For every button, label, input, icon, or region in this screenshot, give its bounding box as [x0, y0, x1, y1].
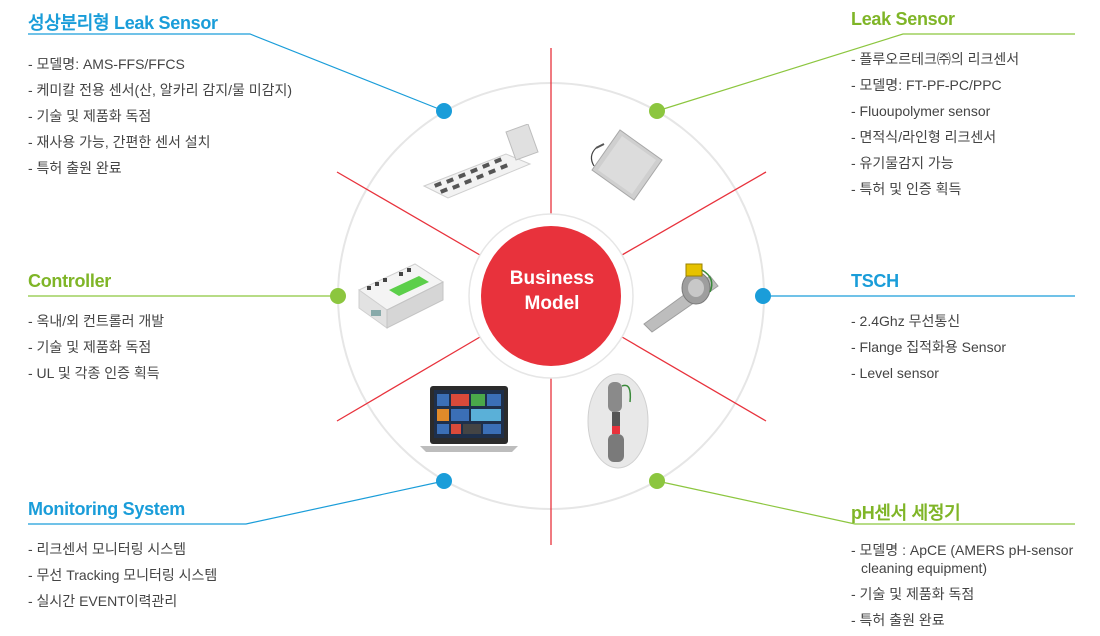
section-title: 성상분리형 Leak Sensor	[28, 13, 218, 33]
feature-list: - 모델명 : ApCE (AMERS pH-sensor cleaning e…	[851, 537, 1081, 633]
dot-top-right	[649, 103, 665, 119]
section-mid-left: Controller - 옥내/외 컨트롤러 개발 - 기술 및 제품화 독점 …	[28, 271, 164, 386]
feature-list: - 모델명: AMS-FFS/FFCS - 케미칼 전용 센서(산, 알카리 감…	[28, 51, 292, 181]
connector-bottom-left	[28, 480, 445, 525]
dot-top-left	[436, 103, 452, 119]
dot-bottom-left	[436, 473, 452, 489]
list-item: - 실시간 EVENT이력관리	[28, 593, 178, 609]
pad-leak-sensor-image	[590, 129, 663, 201]
section-top-left: 성상분리형 Leak Sensor - 모델명: AMS-FFS/FFCS - …	[28, 9, 292, 181]
spokes	[336, 48, 767, 545]
section-mid-right: TSCH - 2.4Ghz 무선통신 - Flange 집적화용 Sensor …	[851, 271, 1006, 386]
list-item: - 모델명 : ApCE (AMERS pH-sensor cleaning e…	[851, 542, 1074, 576]
center-line1: Business	[509, 268, 595, 289]
section-title: Leak Sensor	[851, 9, 955, 29]
list-item: - 기술 및 제품화 독점	[28, 339, 152, 355]
feature-list: - 옥내/외 컨트롤러 개발 - 기술 및 제품화 독점 - UL 및 각종 인…	[28, 308, 164, 386]
list-item: - UL 및 각종 인증 획득	[28, 365, 160, 381]
list-item: - 옥내/외 컨트롤러 개발	[28, 313, 165, 329]
list-item: - 기술 및 제품화 독점	[28, 108, 152, 124]
feature-list: - 리크센서 모니터링 시스템 - 무선 Tracking 모니터링 시스템 -…	[28, 536, 217, 614]
list-item: - 케미칼 전용 센서(산, 알카리 감지/물 미감지)	[28, 82, 293, 98]
dot-mid-right	[755, 288, 771, 304]
dot-bottom-right	[649, 473, 665, 489]
ph-cleaner-image	[587, 373, 649, 469]
connector-top-right	[656, 33, 1075, 112]
list-item: - 면적식/라인형 리크센서	[851, 129, 997, 145]
section-title: Monitoring System	[28, 499, 185, 519]
list-item: - 특허 출원 완료	[28, 160, 122, 176]
feature-list: - 플루오르테크㈜의 리크센서 - 모델명: FT-PF-PC/PPC - Fl…	[851, 46, 1019, 202]
sheet-leak-sensor-image	[422, 124, 539, 199]
list-item: - 특허 및 인증 획득	[851, 181, 962, 197]
list-item: - Fluoupolymer sensor	[851, 103, 991, 119]
list-item: - 리크센서 모니터링 시스템	[28, 541, 187, 557]
section-title: pH센서 세정기	[851, 503, 961, 523]
list-item: - 2.4Ghz 무선통신	[851, 313, 961, 329]
section-bottom-right: pH센서 세정기 - 모델명 : ApCE (AMERS pH-sensor c…	[851, 499, 1081, 633]
tsch-sensor-image	[643, 263, 719, 333]
list-item: - 무선 Tracking 모니터링 시스템	[28, 567, 218, 583]
section-bottom-left: Monitoring System - 리크센서 모니터링 시스템 - 무선 T…	[28, 499, 217, 614]
monitoring-laptop-image	[420, 386, 518, 452]
list-item: - Flange 집적화용 Sensor	[851, 339, 1007, 355]
section-title: Controller	[28, 271, 112, 291]
section-top-right: Leak Sensor - 플루오르테크㈜의 리크센서 - 모델명: FT-PF…	[851, 9, 1019, 202]
dot-mid-left	[330, 288, 346, 304]
controller-image	[358, 263, 445, 329]
list-item: - 기술 및 제품화 독점	[851, 586, 975, 602]
list-item: - 모델명: FT-PF-PC/PPC	[851, 77, 1002, 93]
list-item: - 모델명: AMS-FFS/FFCS	[28, 56, 185, 72]
list-item: - Level sensor	[851, 365, 939, 381]
section-title: TSCH	[851, 271, 899, 291]
list-item: - 유기물감지 가능	[851, 155, 954, 171]
center-circle	[481, 226, 621, 366]
connector-bottom-right	[656, 480, 1075, 525]
list-item: - 특허 출원 완료	[851, 612, 945, 628]
feature-list: - 2.4Ghz 무선통신 - Flange 집적화용 Sensor - Lev…	[851, 308, 1006, 386]
center-label: Business Model	[482, 266, 622, 316]
connector-top-left	[28, 33, 445, 112]
list-item: - 플루오르테크㈜의 리크센서	[851, 51, 1020, 67]
center-line2: Model	[524, 293, 580, 314]
connectors	[28, 33, 1075, 525]
list-item: - 재사용 가능, 간편한 센서 설치	[28, 134, 211, 150]
